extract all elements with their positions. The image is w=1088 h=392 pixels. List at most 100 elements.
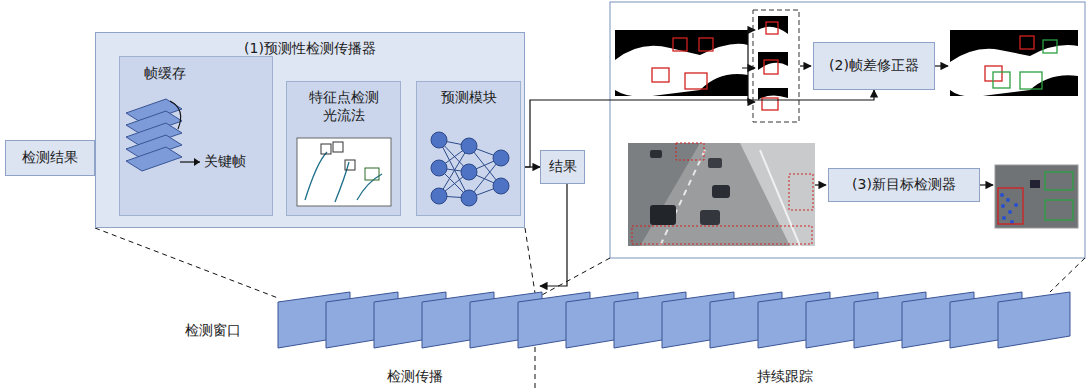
art-rect (365, 168, 379, 180)
detector-output-image (995, 165, 1078, 228)
art-path (95, 228, 278, 298)
art-rect (712, 185, 730, 198)
art-circle (1001, 204, 1005, 208)
art-circle (1014, 203, 1018, 207)
art-rect (321, 144, 331, 154)
art-rect (789, 174, 813, 210)
art-rect (1030, 180, 1040, 188)
art-rect (950, 96, 1078, 105)
art-path (760, 150, 800, 246)
art-path (800, 65, 811, 66)
art-rect (995, 165, 1078, 228)
traffic-photo (628, 143, 815, 246)
section-label: 持续跟踪 (755, 368, 815, 385)
art-path (740, 143, 815, 246)
art-polygon (998, 292, 1070, 348)
art-rect (333, 142, 343, 152)
crop-images (758, 16, 788, 116)
art-circle (1000, 193, 1004, 197)
node-title: (3)新目标检测器 (852, 176, 956, 194)
result-box: 结果 (540, 150, 585, 184)
mask-image (615, 30, 748, 105)
art-path (1050, 258, 1085, 292)
art-polygon (126, 147, 182, 171)
art-rect (993, 72, 1010, 88)
art-path (742, 30, 755, 68)
art-path (950, 45, 1078, 97)
art-circle (493, 178, 509, 194)
propagator-panel: (1)预测性检测传播器帧缓存关键帧特征点检测 光流法预测模块 (95, 32, 525, 228)
art-circle (1002, 216, 1006, 220)
art-path (660, 150, 705, 246)
art-path (628, 143, 700, 246)
crop-group (753, 10, 799, 122)
art-rect (1045, 200, 1073, 220)
art-rect (685, 73, 707, 89)
art-rect (1020, 36, 1034, 49)
art-path (748, 68, 755, 102)
art-rect (297, 138, 391, 206)
projection-lines (95, 228, 1085, 392)
art-circle (461, 138, 477, 154)
art-circle (431, 188, 447, 204)
node-title: 结果 (549, 158, 577, 176)
art-rect (758, 88, 788, 116)
art-rect (673, 38, 687, 51)
node-title: 预测模块 (441, 89, 497, 107)
art-circle (461, 164, 477, 180)
art-rect (758, 16, 788, 44)
art-path (758, 95, 788, 116)
art-path (980, 184, 993, 185)
node-title: 帧缓存 (144, 65, 186, 83)
art-rect (699, 38, 713, 51)
art-path (525, 228, 535, 293)
art-path (815, 184, 826, 185)
mask-image-output (950, 30, 1078, 105)
art-rect (628, 143, 815, 246)
art-circle (431, 132, 447, 148)
art-path (305, 152, 382, 202)
frame-strip (278, 292, 1070, 348)
art-rect (708, 158, 722, 168)
art-circle (1006, 198, 1010, 202)
art-rect (700, 210, 720, 225)
node-title: 检测结果 (22, 149, 78, 167)
art-rect (1043, 40, 1057, 53)
frame-stack-icon (120, 57, 274, 217)
art-path (758, 63, 788, 82)
art-rect (1020, 72, 1042, 89)
corrector-box: (2)帧差修正器 (813, 42, 935, 90)
art-rect (615, 30, 748, 105)
art-rect (652, 68, 669, 82)
art-circle (493, 150, 509, 166)
crop-arrows (742, 30, 948, 102)
art-path (758, 27, 788, 44)
art-circle (431, 160, 447, 176)
frame-buffer-box: 帧缓存关键帧 (119, 56, 273, 216)
section-label: 检测窗口 (185, 322, 241, 339)
result-arrow (540, 184, 567, 286)
optical-flow-box: 特征点检测 光流法 (286, 81, 401, 216)
art-path (615, 44, 748, 97)
art-rect (995, 165, 1078, 228)
art-path (194, 158, 200, 166)
prediction-box: 预测模块 (416, 81, 521, 216)
section-label: 检测传播 (385, 368, 445, 385)
node-title: 特征点检测 光流法 (302, 89, 386, 124)
art-path (540, 258, 610, 296)
art-circle (1008, 210, 1012, 214)
node-title: (2)帧差修正器 (829, 57, 919, 75)
art-circle (461, 190, 477, 206)
node-label: 关键帧 (204, 153, 246, 171)
art-path (170, 101, 181, 129)
art-path (935, 65, 948, 66)
art-g (1000, 193, 1018, 224)
art-rect (676, 143, 704, 160)
detector-box: (3)新目标检测器 (828, 168, 980, 202)
art-rect (1045, 172, 1073, 190)
art-rect (650, 205, 676, 225)
art-rect (998, 188, 1023, 224)
art-rect (950, 30, 1078, 105)
art-path (748, 67, 755, 68)
art-rect (650, 150, 662, 158)
